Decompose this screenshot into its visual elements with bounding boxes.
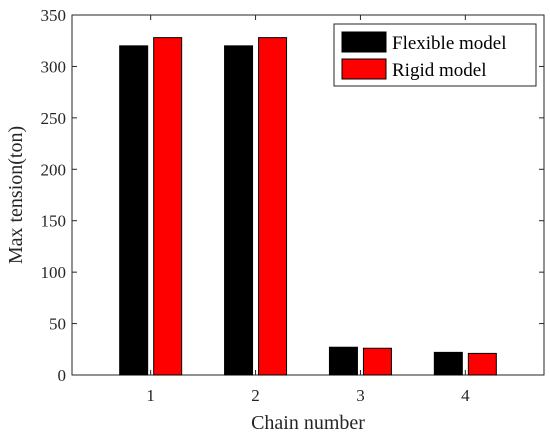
y-axis: 0 50 100 150 200 250 300 350 <box>41 6 544 385</box>
y-tick-label: 50 <box>49 315 66 334</box>
legend-swatch-rigid <box>341 58 387 80</box>
bar-flexible-3 <box>328 346 358 376</box>
bar-rigid-4 <box>467 352 497 376</box>
y-tick-label: 150 <box>41 212 67 231</box>
x-tick-label: 1 <box>146 386 155 405</box>
x-tick-label: 3 <box>356 386 365 405</box>
bar-flexible-2 <box>224 45 254 376</box>
y-tick-label: 200 <box>41 160 67 179</box>
bar-rigid-1 <box>153 37 183 376</box>
y-tick-label: 350 <box>41 6 67 25</box>
legend-label-flexible: Flexible model <box>392 33 507 54</box>
x-axis: 1 2 3 4 <box>146 15 470 405</box>
bars-group <box>119 37 497 376</box>
bar-rigid-2 <box>258 37 288 376</box>
legend: Flexible model Rigid model <box>333 23 537 87</box>
x-tick-label: 2 <box>251 386 260 405</box>
x-axis-title: Chain number <box>251 412 365 434</box>
bar-flexible-4 <box>433 351 463 376</box>
bar-flexible-1 <box>119 45 149 376</box>
y-tick-label: 300 <box>41 57 67 76</box>
legend-label-rigid: Rigid model <box>392 60 486 81</box>
x-tick-label: 4 <box>461 386 470 405</box>
y-tick-label: 250 <box>41 109 67 128</box>
legend-swatch-flexible <box>341 31 387 53</box>
y-axis-title: Max tension(ton) <box>5 126 27 264</box>
y-tick-label: 100 <box>41 263 67 282</box>
bar-rigid-3 <box>362 347 392 376</box>
y-tick-label: 0 <box>58 366 67 385</box>
